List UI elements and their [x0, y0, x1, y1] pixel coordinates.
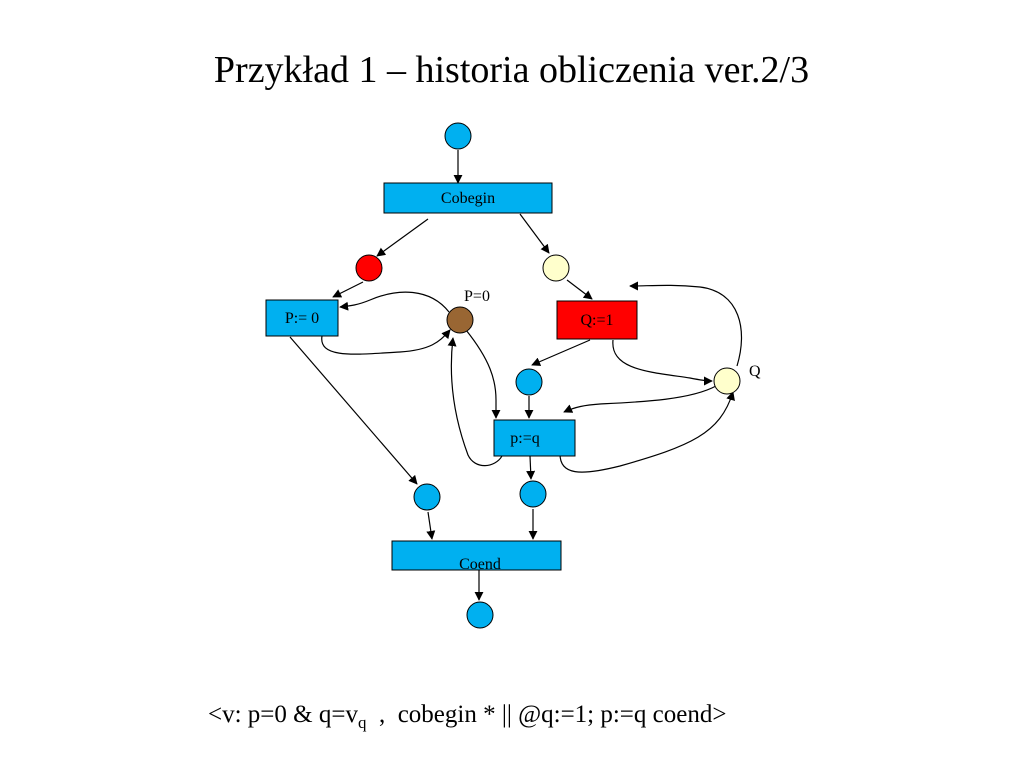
transitions: Cobegin P:= 0 Q:=1 p:=q Coend: [265, 182, 638, 573]
place-middle: [515, 368, 543, 396]
arcs: [289, 150, 743, 601]
arc-place-left-lower-to-coend: [426, 511, 436, 540]
arc-pq-assign-to-place-q: [559, 391, 735, 473]
transition-q-assign: Q:=1: [556, 300, 638, 340]
arc-pq-assign-to-place-right-lower: [526, 455, 536, 480]
place-right-lower: [519, 480, 547, 508]
arc-place-q-to-q-assign: [629, 281, 743, 367]
arc-p-assign-to-place-left-lower: [289, 336, 418, 485]
transition-cobegin: Cobegin: [383, 182, 553, 214]
place-q: [713, 367, 741, 395]
arc-cobegin-to-place-red: [376, 218, 429, 257]
transition-q-assign-label: Q:=1: [580, 312, 613, 329]
transition-p-assign-label: P:= 0: [285, 310, 319, 327]
place-p-label: P=0: [464, 288, 490, 305]
transition-pq-assign: p:=q: [493, 419, 576, 457]
transition-p-assign: P:= 0: [265, 299, 339, 337]
arc-place-p-to-p-assign: [339, 291, 450, 313]
transition-cobegin-box: [383, 182, 553, 214]
transition-coend: Coend: [391, 540, 562, 573]
transition-coend-box: [391, 540, 562, 571]
arc-place-q-to-pq-assign: [563, 385, 717, 413]
place-start: [444, 122, 472, 150]
arc-p-assign-to-place-p: [321, 329, 451, 355]
places: [355, 122, 741, 629]
formula: <v: p=0 & q=vq , cobegin * || @q:=1; p:=…: [208, 701, 726, 733]
place-q-label: Q: [749, 363, 761, 380]
arc-q-assign-to-place-middle: [531, 339, 591, 366]
formula-suffix: , cobegin * || @q:=1; p:=q coend>: [366, 701, 727, 728]
transition-p-assign-box: [265, 299, 339, 337]
arc-pq-assign-to-place-p: [447, 337, 503, 467]
transition-pq-assign-label: p:=q: [510, 430, 539, 447]
arc-place-cream-to-q-assign: [566, 279, 593, 300]
transition-pq-assign-box: [493, 419, 576, 457]
arc-q-assign-to-place-q: [612, 339, 713, 386]
place-red: [355, 254, 383, 282]
slide-title: Przykład 1 – historia obliczenia ver.2/3: [213, 49, 810, 91]
transition-q-assign-box: [556, 300, 638, 340]
place-end: [466, 601, 494, 629]
arc-cobegin-to-place-cream: [519, 213, 550, 254]
formula-subscript: q: [357, 713, 367, 732]
place-left-lower: [413, 483, 441, 511]
place-p: [446, 306, 474, 334]
formula-prefix: <v: p=0 & q=v: [208, 701, 358, 728]
transition-coend-label: Coend: [459, 556, 501, 573]
arc-place-red-to-p-assign: [332, 281, 364, 298]
arc-place-p-to-pq-assign: [465, 329, 501, 419]
transition-cobegin-label: Cobegin: [441, 190, 495, 207]
place-cream: [542, 254, 570, 282]
